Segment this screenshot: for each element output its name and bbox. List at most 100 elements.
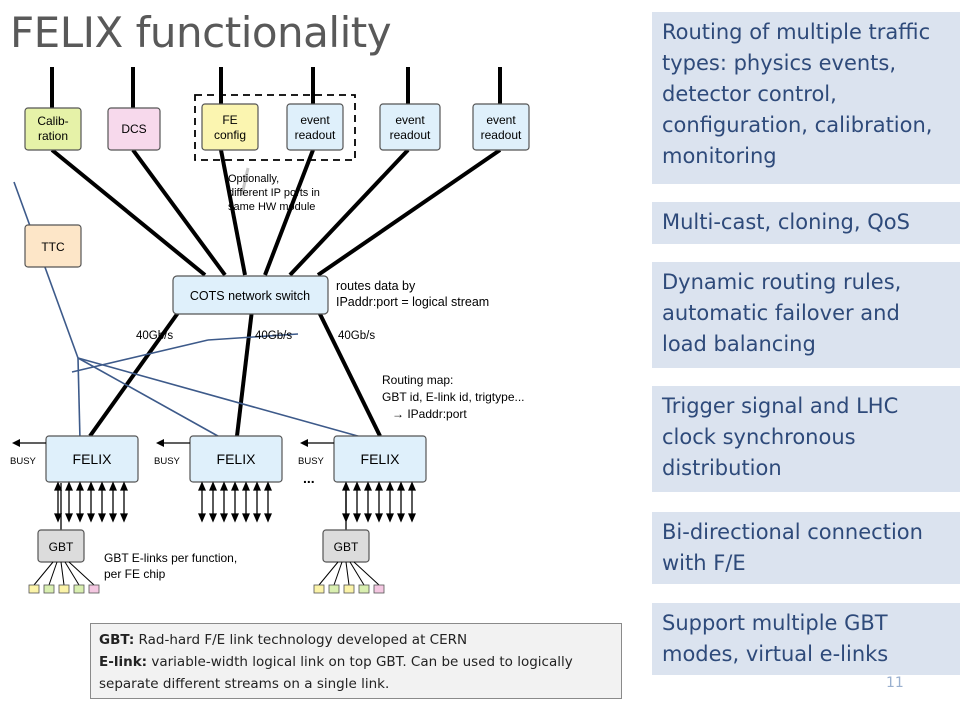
chip-link — [68, 561, 95, 586]
elink-arrow-up — [120, 481, 128, 491]
fe-chip — [328, 584, 340, 594]
routing-map-2: GBT id, E-link id, trigtype... — [382, 390, 525, 404]
optional-note-2: different IP ports in — [228, 187, 320, 199]
elink-arrow-down — [408, 513, 416, 523]
elink-arrow-down — [231, 513, 239, 523]
elink-arrow-up — [253, 481, 261, 491]
elink-arrow-down — [76, 513, 84, 523]
elink-arrow-down — [98, 513, 106, 523]
fe-chip — [88, 584, 100, 594]
busy-label-1: BUSY — [10, 456, 37, 467]
elink-arrow-up — [209, 481, 217, 491]
elink-arrow-down — [397, 513, 405, 523]
link-speed-2: 40Gb/s — [255, 330, 292, 342]
elink-arrow-down — [220, 513, 228, 523]
elink-arrow-up — [87, 481, 95, 491]
switch-label: COTS network switch — [190, 289, 310, 303]
elink-arrow-up — [198, 481, 206, 491]
elink-arrow-up — [386, 481, 394, 491]
slide-title: FELIX functionality — [10, 8, 392, 57]
top-box-event-readout-3: event readout — [472, 103, 530, 151]
elink-arrow-down — [65, 513, 73, 523]
routing-map-3: → IPaddr:port — [392, 407, 467, 421]
gbt-note-2: per FE chip — [104, 567, 166, 581]
feature-trigger-clock: Trigger signal and LHC clock synchronous… — [652, 386, 960, 492]
felix-label: FELIX — [361, 451, 401, 467]
ttc-line — [207, 333, 299, 341]
gbt-note-1: GBT E-links per function, — [104, 551, 237, 565]
elink-arrow-down — [386, 513, 394, 523]
elink-arrow-up — [220, 481, 228, 491]
downlink-line — [316, 309, 382, 437]
elink-arrow-up — [264, 481, 272, 491]
felix-label: FELIX — [73, 451, 113, 467]
chip-link — [318, 561, 339, 586]
chip-link — [345, 561, 350, 586]
page-number: 11 — [886, 675, 904, 691]
ttc-line — [71, 339, 209, 373]
optional-note-1: Optionally, — [228, 173, 279, 185]
elink-arrow-up — [375, 481, 383, 491]
gbt-definition: Rad-hard F/E link technology developed a… — [134, 632, 468, 648]
ttc-line — [77, 357, 373, 441]
fe-chip — [43, 584, 55, 594]
busy-label-2: BUSY — [154, 456, 181, 467]
elink-arrow-down — [375, 513, 383, 523]
elink-arrow-up — [76, 481, 84, 491]
chip-link — [48, 561, 58, 586]
gbt-label: GBT — [334, 540, 359, 554]
ttc-line — [77, 357, 226, 441]
fe-chip — [343, 584, 355, 594]
more-felix-ellipsis: ... — [303, 470, 315, 486]
event-readout-label-2: readout — [390, 128, 431, 142]
elink-arrow-down — [364, 513, 372, 523]
fe-chip — [58, 584, 70, 594]
optional-group-border — [194, 94, 356, 161]
gbt-label: GBT — [49, 540, 74, 554]
fe-chip — [373, 584, 385, 594]
elink-arrow-down — [209, 513, 217, 523]
network-switch: COTS network switch — [172, 275, 329, 315]
dcs-label: DCS — [121, 122, 146, 136]
fe-chip — [73, 584, 85, 594]
elink-arrow-down — [87, 513, 95, 523]
elink-arrow-down — [264, 513, 272, 523]
event-readout-label-1: event — [395, 113, 425, 127]
feature-multicast: Multi-cast, cloning, QoS — [652, 202, 960, 244]
elink-arrow-up — [54, 481, 62, 491]
elink-arrow-down — [120, 513, 128, 523]
chip-link — [60, 561, 65, 586]
ttc-line — [13, 181, 79, 359]
elink-arrow-up — [109, 481, 117, 491]
link-speed-1: 40Gb/s — [136, 330, 173, 342]
chip-link — [64, 561, 80, 586]
elink-arrow-down — [253, 513, 261, 523]
elink-arrow-up — [65, 481, 73, 491]
feature-bidirectional: Bi-directional connection with F/E — [652, 512, 960, 584]
felix-diagram: Calib- ration DCS FE config event readou… — [10, 67, 530, 594]
ttc-distribution — [13, 181, 373, 441]
elink-arrow-up — [231, 481, 239, 491]
chip-link — [33, 561, 54, 586]
top-box-event-readout-1: event readout — [286, 103, 344, 151]
uplink-line — [131, 148, 227, 277]
fe-chip — [358, 584, 370, 594]
felix-box-3: FELIX — [333, 435, 427, 483]
elink-arrow-down — [54, 513, 62, 523]
fe-config-label-1: FE — [222, 113, 237, 127]
ttc-line — [77, 357, 81, 441]
downlink-line — [235, 309, 254, 437]
event-readout-label-1: event — [300, 113, 330, 127]
ttc-label: TTC — [41, 240, 65, 254]
feature-routing: Routing of multiple traffic types: physi… — [652, 12, 960, 184]
feature-dynamic-routing: Dynamic routing rules, automatic failove… — [652, 262, 960, 368]
uplink-line — [288, 148, 410, 277]
elink-arrow-up — [408, 481, 416, 491]
gbt-box-2: GBT — [322, 529, 370, 563]
event-readout-label-2: readout — [295, 128, 336, 142]
elink-arrow-up — [353, 481, 361, 491]
top-box-dcs: DCS — [107, 107, 161, 151]
event-readout-label-1: event — [486, 113, 516, 127]
optional-note-3: same HW module — [228, 201, 315, 213]
felix-box-1: FELIX — [45, 435, 139, 483]
